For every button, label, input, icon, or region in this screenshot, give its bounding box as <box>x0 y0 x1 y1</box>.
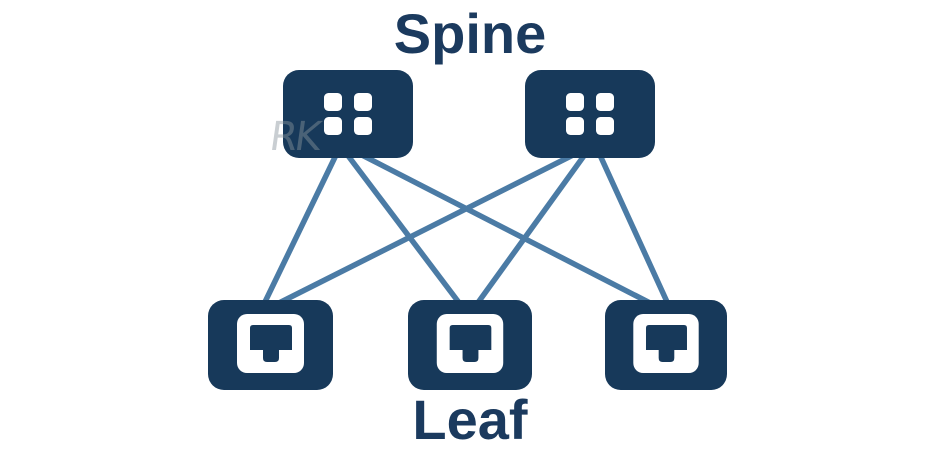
leaf-group-label: Leaf <box>412 388 528 450</box>
leaf-1-node <box>208 300 333 390</box>
link-spine-2-to-leaf-3 <box>596 151 671 306</box>
ethernet-port-icon <box>237 314 304 373</box>
spine-2-node <box>525 70 655 158</box>
spine-group-label: Spine <box>393 2 547 65</box>
switch-body <box>525 70 655 158</box>
switch-body <box>283 70 413 158</box>
spine-1-node <box>283 70 413 158</box>
ethernet-port-icon <box>633 314 699 373</box>
link-spine-1-to-leaf-3 <box>356 150 654 307</box>
link-spine-1-to-leaf-2 <box>343 151 463 306</box>
switch-ports-grid-icon <box>566 93 614 135</box>
ethernet-port-icon <box>436 314 504 373</box>
switch-ports-grid-icon <box>324 93 372 135</box>
link-spine-1-to-leaf-1 <box>261 151 340 306</box>
leaf-2-node <box>408 300 532 390</box>
link-spine-2-to-leaf-2 <box>474 151 589 306</box>
link-spine-2-to-leaf-1 <box>275 150 579 307</box>
leaf-3-node <box>605 300 727 390</box>
